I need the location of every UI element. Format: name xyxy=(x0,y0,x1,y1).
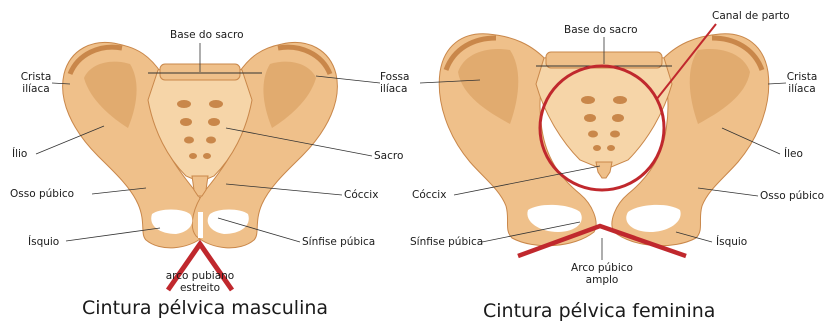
female-label-ileo: Íleo xyxy=(784,148,803,160)
female-label-canal-parto: Canal de parto xyxy=(712,10,790,22)
female-label-osso-pubico: Osso púbico xyxy=(760,190,824,202)
male-pelvis xyxy=(36,42,380,290)
male-label-crista-line2: ilíaca xyxy=(16,83,56,95)
female-label-base-sacro: Base do sacro xyxy=(564,24,638,36)
female-label-sinfise: Sínfise púbica xyxy=(410,236,483,248)
male-label-base-sacro: Base do sacro xyxy=(170,29,244,41)
female-coccyx xyxy=(596,162,612,178)
male-label-sinfise: Sínfise púbica xyxy=(302,236,375,248)
female-label-arco-line1: Arco púbico xyxy=(560,262,644,274)
male-label-crista: Crista ilíaca xyxy=(16,71,56,95)
male-label-arco-line1: arco pubiano xyxy=(150,270,250,282)
female-label-crista-line2: ilíaca xyxy=(782,83,822,95)
male-label-sacro: Sacro xyxy=(374,150,403,162)
male-label-fossa-line1: Fossa xyxy=(380,71,409,83)
male-label-arco: arco pubiano estreito xyxy=(150,270,250,294)
male-label-isquio: Ísquio xyxy=(28,236,59,248)
male-label-fossa-line2: ilíaca xyxy=(380,83,409,95)
male-symphysis xyxy=(198,212,203,238)
female-label-crista-line1: Crista xyxy=(782,71,822,83)
female-label-coccix: Cóccix xyxy=(412,189,446,201)
female-caption: Cintura pélvica feminina xyxy=(483,300,715,322)
female-label-arco-line2: amplo xyxy=(560,274,644,286)
female-pelvis xyxy=(420,24,786,260)
male-label-crista-line1: Crista xyxy=(16,71,56,83)
female-label-arco: Arco púbico amplo xyxy=(560,262,644,286)
male-label-coccix: Cóccix xyxy=(344,189,378,201)
female-label-isquio: Ísquio xyxy=(716,236,747,248)
male-label-osso-pubico: Osso púbico xyxy=(10,188,74,200)
female-symphysis xyxy=(598,206,604,240)
female-sacrum xyxy=(536,54,672,171)
male-label-arco-line2: estreito xyxy=(150,282,250,294)
male-label-fossa: Fossa ilíaca xyxy=(380,71,409,95)
male-caption: Cintura pélvica masculina xyxy=(82,297,328,319)
male-label-ilio: Ílio xyxy=(12,148,27,160)
female-label-crista: Crista ilíaca xyxy=(782,71,822,95)
